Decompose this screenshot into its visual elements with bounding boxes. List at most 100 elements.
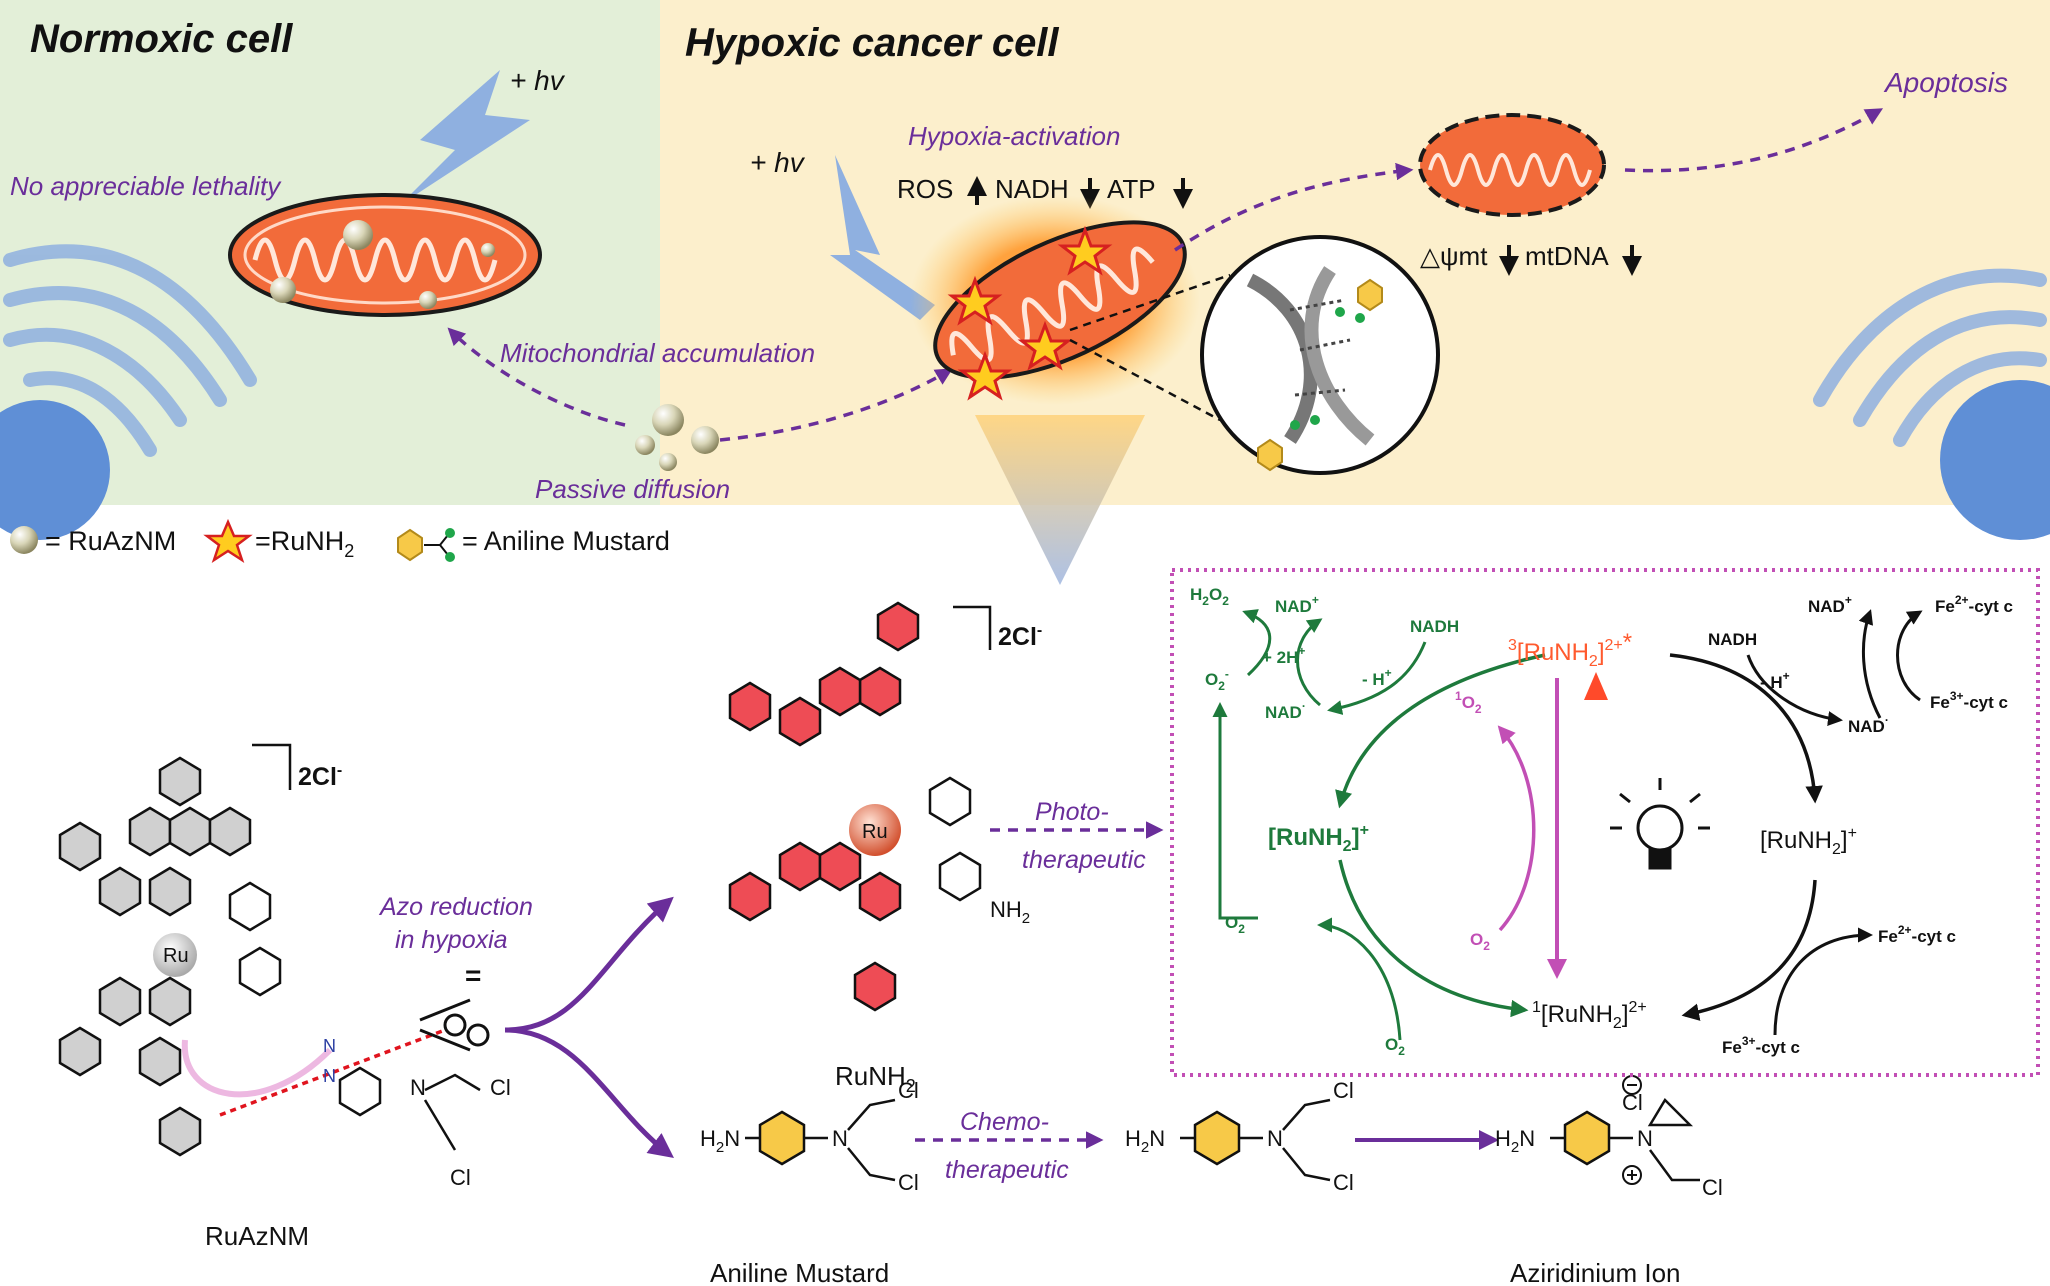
cl-atom-7: Cl: [1622, 1090, 1643, 1115]
cell-organelles-left: [3, 244, 257, 457]
arrow-excitation-head: [1584, 672, 1608, 700]
azo-reduction-label-2: in hypoxia: [395, 926, 508, 954]
arrow-reduced-to-ground-right: [1681, 879, 1817, 1021]
zoom-line-bottom: [1069, 338, 1221, 422]
runh2-stars: [947, 225, 1113, 401]
cell-organelles-right: [1813, 268, 2047, 447]
nad-radical-right: NAD·: [1848, 713, 1889, 736]
azo-reduction-label-1: Azo reduction: [378, 893, 533, 921]
no-lethality-label: No appreciable lethality: [10, 171, 282, 201]
h2n-1: H2N: [700, 1126, 740, 1156]
runh2-structure: [728, 601, 982, 1012]
o2-bottom-label: O2: [1470, 930, 1490, 953]
mito-accumulation-label: Mitochondrial accumulation: [500, 338, 815, 368]
fe2-bottom: Fe2+-cyt c: [1878, 923, 1956, 946]
arrow-o2-to-superoxide: [1317, 917, 1402, 1041]
normoxic-title: Normoxic cell: [30, 17, 293, 61]
light-bolt-icon: [400, 70, 530, 205]
legend-aniline: = Aniline Mustard: [462, 526, 670, 556]
arrow-excited-to-reduced-right: [1669, 653, 1823, 804]
o2-minus-left: O2-: [1205, 667, 1229, 693]
runh2-reduced-right: [RuNH2]+: [1760, 825, 1857, 858]
passive-diffusion-label: Passive diffusion: [535, 474, 730, 504]
runh2-reduced-left: [RuNH2]+: [1268, 822, 1369, 855]
light-bulb-icon: [1610, 778, 1710, 870]
cl-atom-8: Cl: [1702, 1175, 1723, 1200]
ruaznm-name: RuAzNM: [205, 1221, 309, 1251]
arrow-superoxide-up: [1212, 702, 1258, 920]
arrow-fe3-to-fe2-top: [1896, 610, 1923, 702]
cleavage-line: [219, 1028, 446, 1117]
mitochondrion-damaged: [1418, 113, 1606, 217]
arrow-nad-rad-to-nad: [1296, 618, 1323, 707]
nucleus-right: [1940, 380, 2050, 540]
excited-state-label: 3[RuNH2]2+*: [1508, 629, 1632, 670]
nadh-left: NADH: [1410, 617, 1459, 636]
membrane-potential-label: △ψmt: [1420, 241, 1488, 271]
hypoxia-activation-label: Hypoxia-activation: [908, 121, 1120, 151]
cycle-box: [1170, 568, 2040, 1077]
cl-atom-4: Cl: [898, 1170, 919, 1195]
equals-sign: =: [465, 960, 481, 991]
counter-ion-1: 2Cl-: [298, 762, 342, 791]
ru-center-red: [849, 804, 901, 856]
ru-center-grey: [153, 933, 197, 977]
n-atom-1: N: [832, 1126, 848, 1151]
singlet-o2-label: 1O2: [1455, 689, 1482, 716]
arrow-o2-to-h2o2: [1242, 609, 1272, 677]
h2n-2: H2N: [1125, 1126, 1165, 1156]
zoom-line-top: [1069, 273, 1231, 332]
arrow-to-runh2: [504, 896, 674, 1033]
cl-atom-1: Cl: [490, 1075, 511, 1100]
arrow-to-right-mito: [719, 368, 954, 442]
nadh-right: NADH: [1708, 630, 1757, 649]
n-atom-3: N: [1637, 1126, 1653, 1151]
aziridinium-name: Aziridinium Ion: [1510, 1258, 1681, 1286]
legend-runh2: =RuNH2: [255, 526, 354, 561]
arrow-to-left-mito: [447, 327, 626, 427]
cl-atom-5: Cl: [1333, 1078, 1354, 1103]
photo-label-1: Photo-: [1035, 798, 1109, 826]
ruaznm-beads: [635, 404, 719, 471]
minus-h-left: - H+: [1362, 666, 1392, 689]
plus-2h-label: + 2H+: [1262, 644, 1305, 667]
fe2-top: Fe2+-cyt c: [1935, 593, 2013, 616]
dna-crosslink-zoom: [1200, 235, 1440, 475]
fe3-top: Fe3+-cyt c: [1930, 689, 2008, 712]
cl-atom-2: Cl: [450, 1165, 471, 1190]
arrow-to-apoptosis: [1624, 108, 1884, 173]
mustard-arms: [423, 1073, 481, 1151]
nad-radical-left: NAD·: [1265, 699, 1306, 722]
ros-label: ROS: [897, 174, 953, 204]
arrow-reduced-to-ground: [1338, 859, 1529, 1018]
bracket-1: [252, 743, 292, 790]
ru-label-ruaznm: Ru: [163, 945, 189, 967]
ground-state-label: 1[RuNH2]2+: [1532, 999, 1647, 1032]
aniline-name: Aniline Mustard: [710, 1258, 889, 1286]
atp-label: ATP: [1107, 174, 1156, 204]
runh2-name: RuNH2: [835, 1061, 916, 1096]
arrow-to-damaged-mito: [1174, 162, 1414, 252]
legend: = RuAzNM =RuNH2 = Aniline Mustard: [10, 518, 670, 563]
arrow-nad-rad-to-nad-right: [1858, 609, 1882, 719]
ruaznm-structure: [58, 756, 382, 1157]
runh2-amine: NH2: [990, 897, 1030, 927]
cycle-right-black: NADH - H+ NAD+ Fe2+-cyt c Fe3+-cyt c NAD…: [1708, 593, 2013, 1057]
counter-ion-2: 2Cl-: [998, 622, 1042, 651]
hv-label-right: + hv: [750, 147, 806, 178]
o2-minus-bottom: O2-: [1225, 910, 1249, 936]
pet-arrow: [181, 1039, 333, 1098]
arrow-nadh-to-nad-rad-right: [1746, 654, 1843, 726]
h2n-3: H2N: [1495, 1126, 1535, 1156]
nucleus-left: [0, 400, 110, 540]
funnel-arrow: [975, 415, 1145, 585]
nad-plus-right: NAD+: [1808, 593, 1852, 616]
mtdna-label: mtDNA: [1525, 241, 1609, 271]
chemo-label-1: Chemo-: [960, 1108, 1049, 1136]
mitochondrion-activated: [933, 220, 1187, 380]
hv-label-left: + hv: [510, 65, 566, 96]
o2-left: O2: [1385, 1035, 1405, 1058]
arrow-to-aniline: [504, 1027, 674, 1159]
aniline-mustard-structure: [745, 1098, 896, 1182]
